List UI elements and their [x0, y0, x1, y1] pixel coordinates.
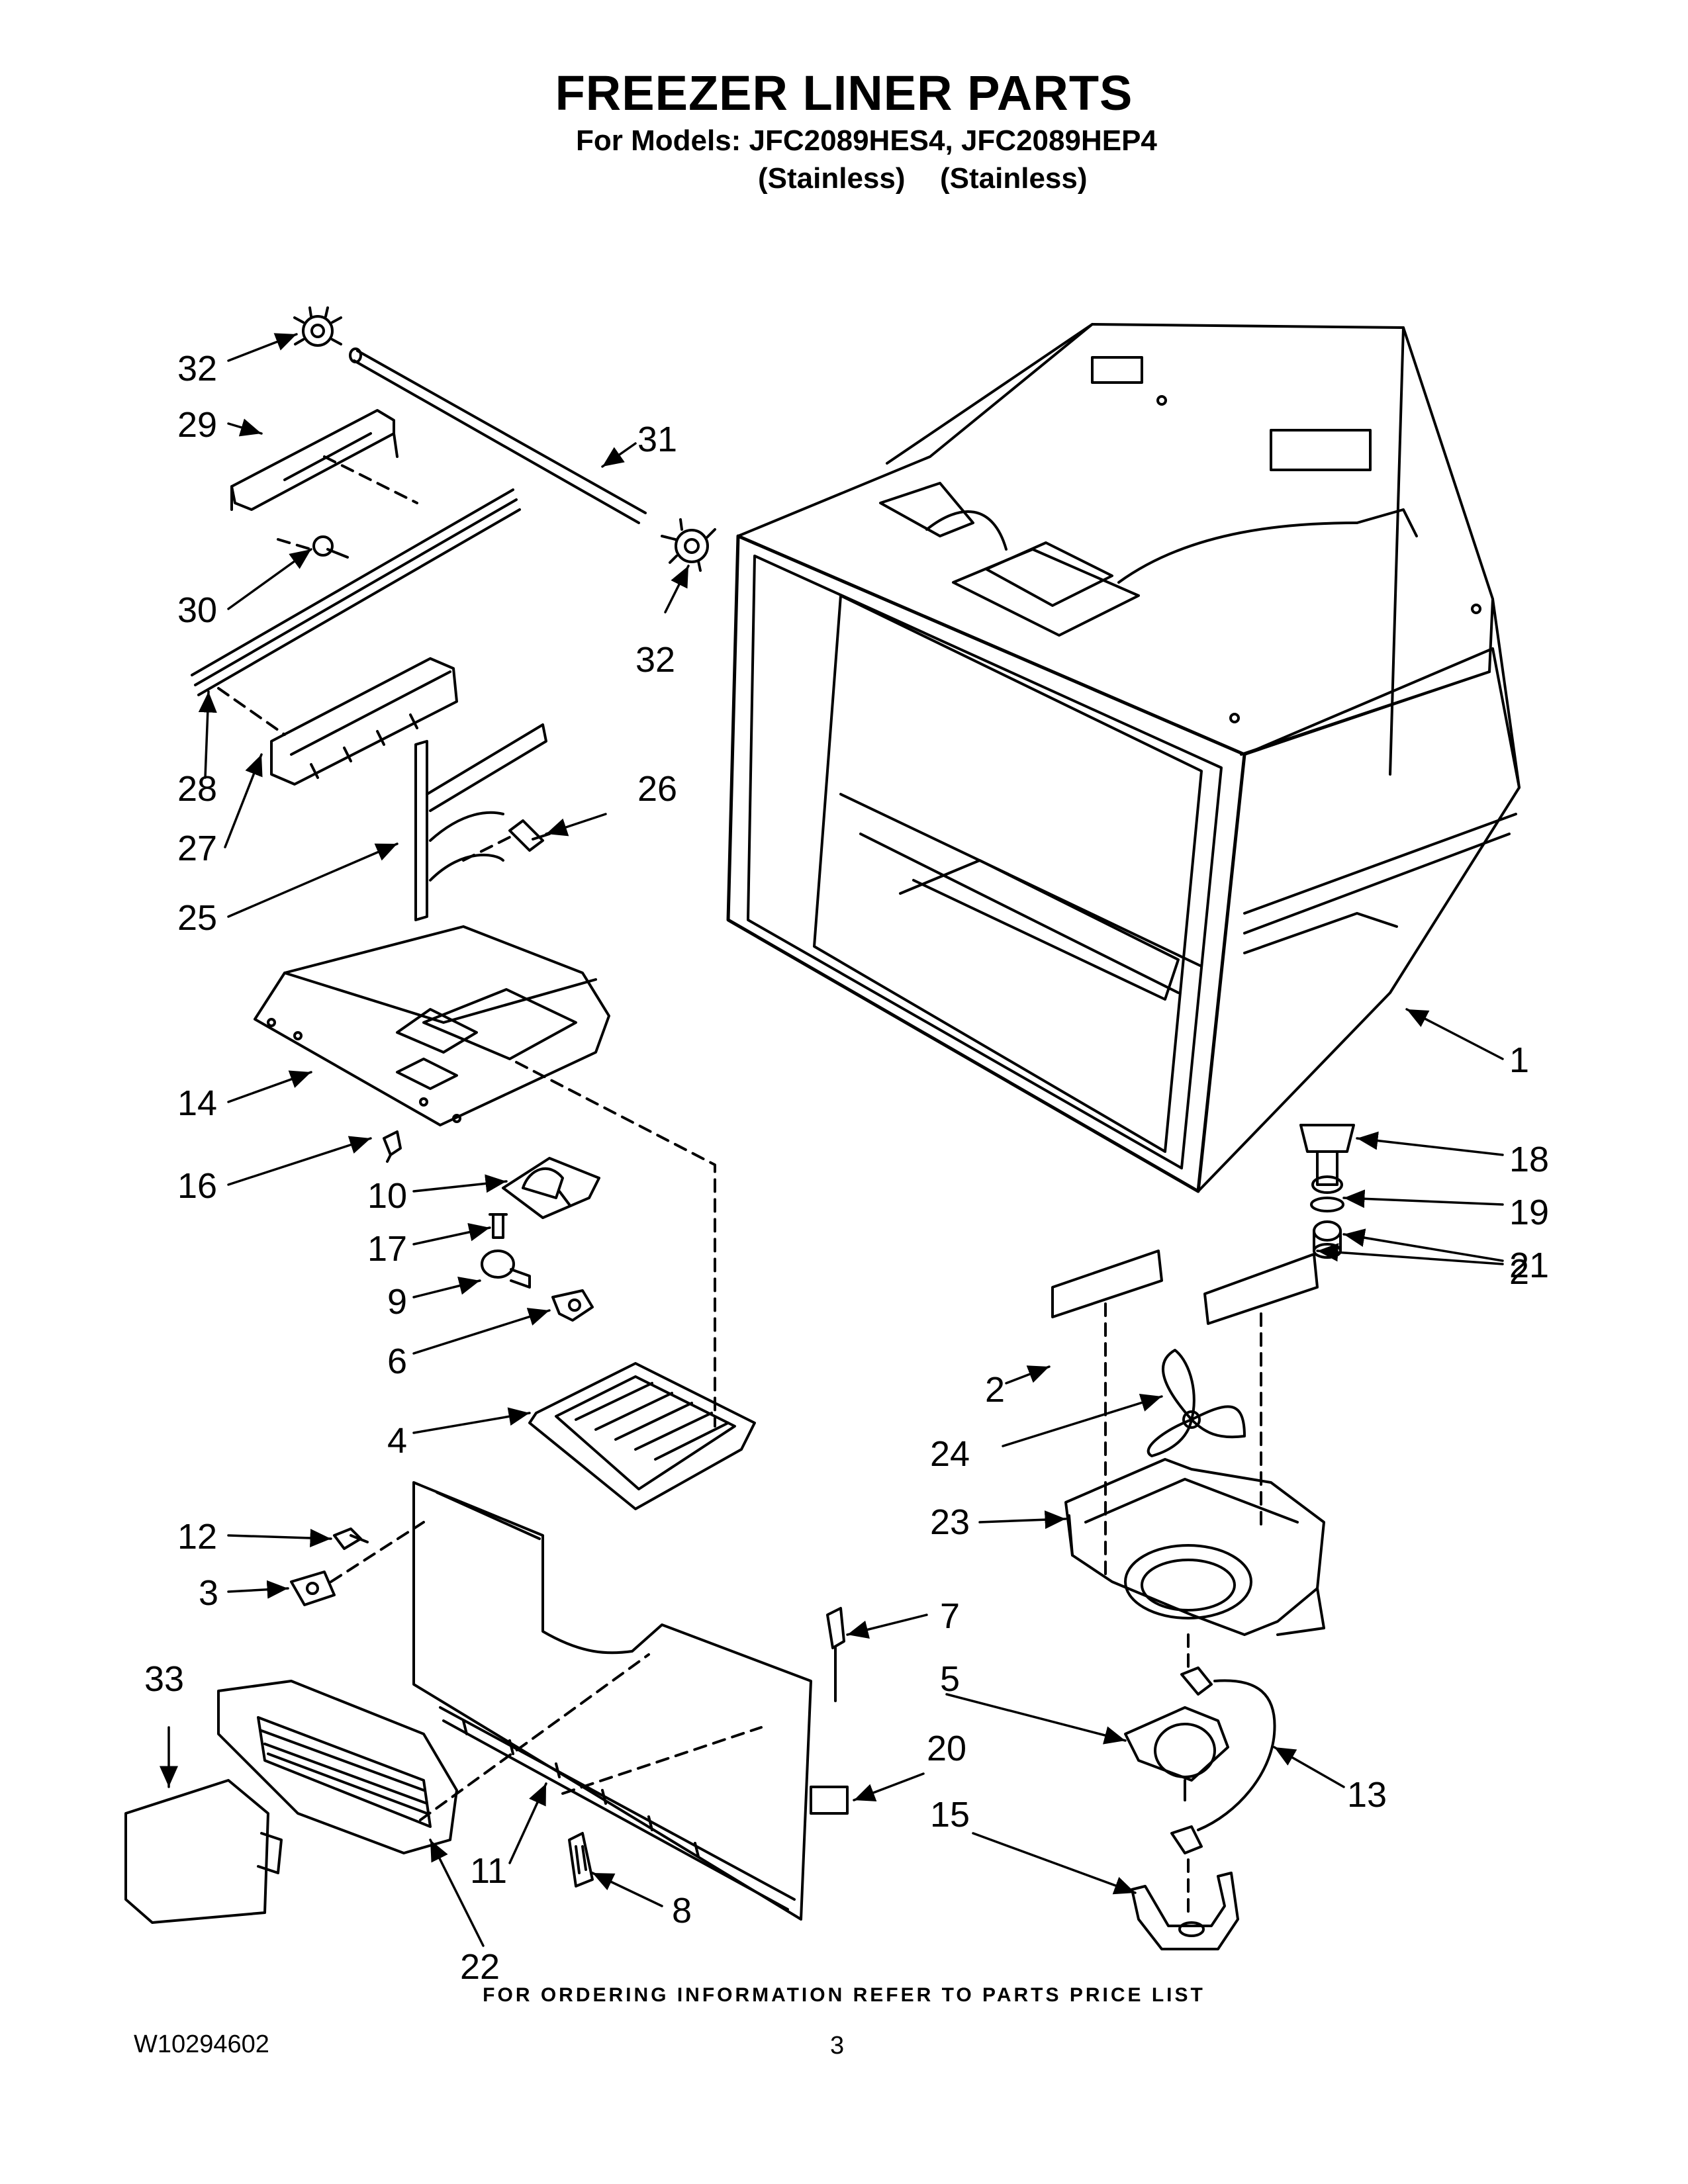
models-line: For Models: JFC2089HES4, JFC2089HEP4	[576, 124, 1157, 157]
callout-label: 29	[177, 405, 217, 445]
callout-label: 26	[637, 769, 677, 809]
callout-label: 10	[367, 1176, 407, 1216]
callout-label: 6	[387, 1342, 407, 1381]
mullion-cover	[124, 1779, 283, 1924]
callout-label: 33	[144, 1659, 184, 1699]
callout-label: 8	[672, 1891, 692, 1931]
callout-label: 7	[940, 1596, 960, 1636]
callout-label: 5	[940, 1659, 960, 1699]
fan-shroud	[1064, 1458, 1325, 1636]
foam-block-right	[1203, 1253, 1319, 1325]
callout-label: 9	[387, 1282, 407, 1322]
callout-label: 14	[177, 1083, 217, 1123]
callout-label: 23	[930, 1502, 970, 1542]
callout-label: 2	[1509, 1252, 1529, 1292]
fan-blade	[1147, 1349, 1246, 1457]
freezer-liner	[726, 323, 1521, 1193]
callout-label: 32	[177, 349, 217, 388]
grille-clip	[290, 1570, 336, 1606]
drain-parts	[1299, 1124, 1355, 1259]
callout-label: 25	[177, 898, 217, 938]
callout-label: 32	[635, 640, 675, 680]
slide-rail	[191, 488, 521, 696]
model-variant-1: (Stainless)	[758, 162, 906, 195]
dash-leader-28-27	[217, 687, 286, 736]
dash-leader-tray	[515, 1061, 716, 1428]
screw-30	[312, 535, 349, 559]
callout-label: 3	[199, 1573, 218, 1613]
foam-block-left	[1051, 1250, 1163, 1318]
bracket-upper	[230, 409, 399, 511]
callout-label: 4	[387, 1421, 407, 1461]
rear-panel	[412, 1481, 812, 1921]
clip-8	[568, 1832, 594, 1888]
leader-arrows	[160, 333, 1504, 1947]
callout-label: 15	[930, 1795, 970, 1835]
dash-leader-30-28	[277, 538, 312, 551]
callout-label: 31	[637, 420, 677, 459]
callout-label: 1	[1509, 1040, 1529, 1080]
ordering-note: FOR ORDERING INFORMATION REFER TO PARTS …	[483, 1984, 1205, 2006]
foam-strip-20	[810, 1786, 849, 1815]
callout-label: 13	[1347, 1775, 1387, 1815]
bracket-lower	[270, 657, 458, 786]
light-housing	[254, 925, 610, 1126]
callout-label: 28	[177, 769, 217, 809]
dash-leader-3-panel	[330, 1521, 425, 1583]
callout-label: 12	[177, 1517, 217, 1557]
callout-label: 22	[460, 1947, 500, 1987]
callout-label: 18	[1509, 1140, 1549, 1179]
callout-label: 19	[1509, 1193, 1549, 1232]
callout-label: 20	[927, 1729, 966, 1768]
shaft	[349, 347, 647, 524]
screw-17	[489, 1213, 508, 1239]
document-number: W10294602	[134, 2030, 269, 2058]
motor-bracket	[1131, 1872, 1239, 1950]
light-bulb	[481, 1250, 531, 1289]
thermistor-7	[826, 1607, 845, 1702]
dash-leader-25-26	[462, 833, 518, 862]
light-lens	[502, 1157, 600, 1219]
crisper-tray	[528, 1362, 756, 1510]
callout-label: 11	[470, 1851, 507, 1891]
screw-26	[508, 819, 551, 852]
page-title: FREEZER LINER PARTS	[555, 66, 1133, 120]
grille	[217, 1680, 458, 1854]
callout-label: 17	[367, 1229, 407, 1269]
model-variant-2: (Stainless)	[940, 162, 1088, 195]
gear-lower	[661, 518, 716, 572]
gear-top	[293, 306, 342, 347]
dash-leader-panel	[561, 1726, 763, 1795]
callout-label: 24	[930, 1434, 970, 1474]
callout-label: 27	[177, 829, 217, 868]
dash-leader-29-28	[323, 455, 418, 504]
callout-label: 21	[1509, 1246, 1549, 1285]
page-number: 3	[830, 2032, 845, 2060]
bulb-socket	[551, 1289, 594, 1322]
dash-leader-grille	[419, 1653, 650, 1821]
support-bracket	[414, 723, 547, 921]
callout-labels: 32 29 31 30 32 28 27 26 25 14 16 10 17 9…	[144, 349, 1549, 1987]
callout-label: 30	[177, 590, 217, 630]
light-switch	[383, 1130, 402, 1163]
fan-motor	[1124, 1666, 1276, 1854]
screw-12	[333, 1527, 369, 1550]
callout-label: 2	[985, 1370, 1005, 1410]
callout-label: 16	[177, 1166, 217, 1206]
